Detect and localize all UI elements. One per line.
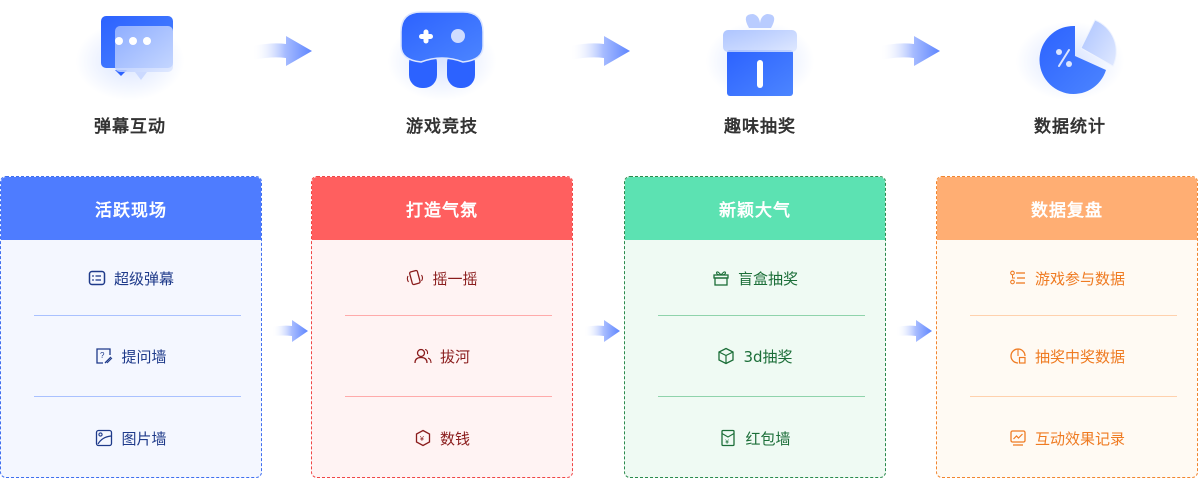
card-title: 打造气氛	[312, 177, 572, 240]
step-lottery: 趣味抽奖	[660, 0, 860, 150]
flow-arrow-icon	[880, 36, 940, 66]
users-icon	[414, 347, 432, 365]
image-icon	[95, 429, 113, 447]
feature-item[interactable]: ¥ 数钱	[312, 400, 572, 476]
divider	[658, 315, 865, 316]
shake-phone-icon	[406, 269, 424, 287]
feature-item[interactable]: 游戏参与数据	[937, 240, 1197, 316]
flow-arrow-icon	[570, 36, 630, 66]
list-nodes-icon	[1009, 269, 1027, 287]
card-title: 新颖大气	[625, 177, 885, 240]
feature-item[interactable]: ? 提问墙	[1, 318, 261, 394]
flow-arrow-icon	[252, 36, 312, 66]
cube-icon	[717, 347, 735, 365]
step-danmaku: 弹幕互动	[30, 0, 230, 150]
step-label: 弹幕互动	[94, 117, 166, 137]
flow-arrow-icon	[584, 320, 620, 342]
feature-item[interactable]: 拔河	[312, 318, 572, 394]
feature-label: 摇一摇	[432, 269, 478, 288]
card-lively-scene: 活跃现场 超级弹幕 ? 提问墙 图片墙	[0, 176, 262, 478]
step-label: 趣味抽奖	[724, 117, 796, 137]
svg-text:¥: ¥	[726, 439, 730, 446]
card-atmosphere: 打造气氛 摇一摇 拔河 ¥ 数钱	[311, 176, 573, 478]
feature-item[interactable]: 摇一摇	[312, 240, 572, 316]
feature-item[interactable]: 图片墙	[1, 400, 261, 476]
feature-label: 盲盒抽奖	[737, 269, 798, 288]
chart-badge-icon	[1009, 347, 1027, 365]
card-data-review: 数据复盘 游戏参与数据 抽奖中奖数据 互动效果记录	[936, 176, 1198, 478]
feature-label: 3d抽奖	[743, 347, 793, 366]
divider	[34, 396, 241, 397]
flow-arrow-icon	[896, 320, 932, 342]
feature-label: 超级弹幕	[113, 269, 174, 288]
pie-chart-icon	[1015, 8, 1125, 101]
divider	[345, 396, 552, 397]
step-label: 游戏竞技	[406, 117, 478, 137]
chat-bubbles-icon	[75, 8, 185, 101]
step-label: 数据统计	[1034, 117, 1106, 137]
divider	[345, 315, 552, 316]
card-title: 数据复盘	[937, 177, 1197, 240]
monitor-trend-icon	[1009, 429, 1027, 447]
feature-label: 互动效果记录	[1034, 429, 1125, 448]
feature-item[interactable]: 互动效果记录	[937, 400, 1197, 476]
divider	[970, 315, 1177, 316]
flow-arrow-icon	[272, 320, 308, 342]
feature-item[interactable]: 盲盒抽奖	[625, 240, 885, 316]
feature-label: 抽奖中奖数据	[1034, 347, 1125, 366]
message-list-icon	[88, 269, 106, 287]
svg-text:¥: ¥	[420, 436, 424, 443]
divider	[970, 396, 1177, 397]
feature-label: 拔河	[439, 347, 470, 366]
divider	[658, 396, 865, 397]
feature-item[interactable]: 3d抽奖	[625, 318, 885, 394]
step-games: 游戏竞技	[342, 0, 542, 150]
gift-icon	[712, 269, 730, 287]
feature-label: 数钱	[439, 429, 470, 448]
yuan-hexagon-icon: ¥	[414, 429, 432, 447]
gamepad-icon	[387, 8, 497, 101]
svg-text:?: ?	[100, 351, 105, 360]
step-statistics: 数据统计	[970, 0, 1170, 150]
question-edit-icon: ?	[95, 347, 113, 365]
feature-label: 游戏参与数据	[1034, 269, 1125, 288]
feature-label: 提问墙	[121, 347, 167, 366]
card-novel: 新颖大气 盲盒抽奖 3d抽奖 ¥ 红包墙	[624, 176, 886, 478]
feature-item[interactable]: ¥ 红包墙	[625, 400, 885, 476]
feature-item[interactable]: 超级弹幕	[1, 240, 261, 316]
feature-label: 图片墙	[121, 429, 167, 448]
gift-box-icon	[705, 8, 815, 101]
feature-label: 红包墙	[745, 429, 791, 448]
red-envelope-icon: ¥	[719, 429, 737, 447]
feature-item[interactable]: 抽奖中奖数据	[937, 318, 1197, 394]
card-title: 活跃现场	[1, 177, 261, 240]
divider	[34, 315, 241, 316]
